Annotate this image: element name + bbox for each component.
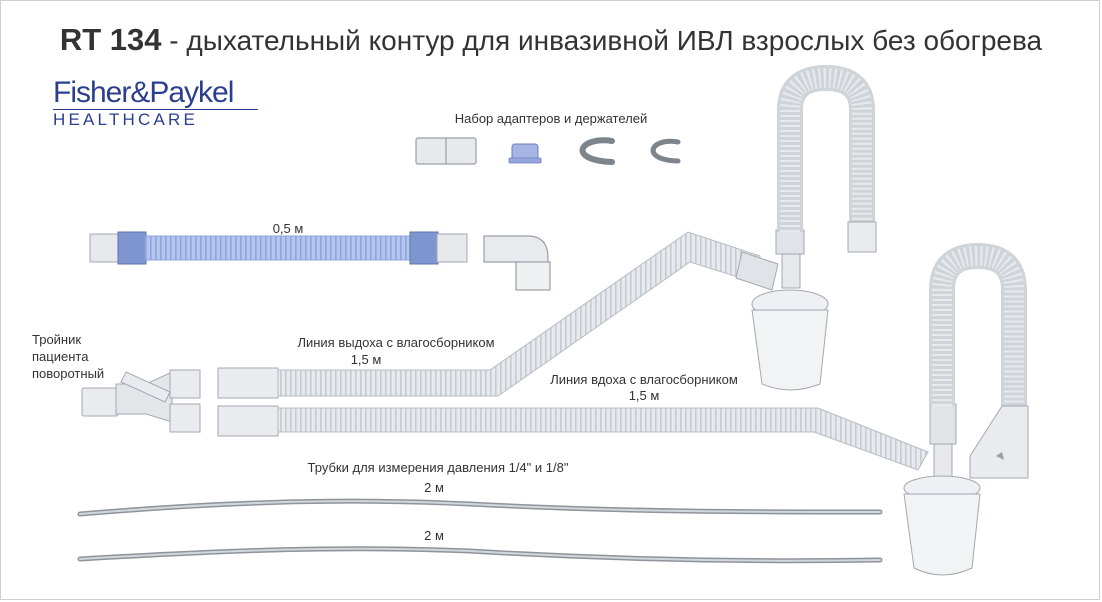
expiratory-water-trap bbox=[751, 64, 877, 391]
cap-icon bbox=[508, 143, 542, 164]
pressure-tube-1 bbox=[77, 498, 883, 517]
pressure-tubes-label: Трубки для измерения давления 1/4" и 1/8… bbox=[307, 460, 569, 475]
short-tube-length-label: 0,5 м bbox=[272, 221, 304, 236]
inspiratory-water-trap bbox=[903, 242, 1029, 576]
logo-line2: HEALTHCARE bbox=[53, 109, 258, 130]
inspiratory-limb-length-label: 1,5 м bbox=[628, 388, 660, 403]
fisher-paykel-logo: Fisher&Paykel HEALTHCARE bbox=[53, 78, 258, 130]
straight-connector-icon bbox=[415, 137, 477, 165]
inspiratory-limb bbox=[217, 405, 929, 471]
expiratory-limb-label: Линия выдоха с влагосборником bbox=[297, 335, 495, 350]
page-title: RT 134 - дыхательный контур для инвазивн… bbox=[0, 22, 1102, 58]
adapters-set bbox=[415, 137, 681, 165]
inspiratory-limb-label: Линия вдоха с влагосборником bbox=[550, 372, 738, 387]
pressure-tube1-length-label: 2 м bbox=[424, 480, 444, 495]
y-piece-label-line1: Тройник bbox=[32, 332, 82, 347]
y-piece-label-line2: пациента bbox=[32, 349, 89, 364]
product-code: RT 134 bbox=[59, 22, 162, 57]
short-tube-0-5m bbox=[89, 231, 468, 265]
expiratory-limb-length-label: 1,5 м bbox=[350, 352, 382, 367]
elbow-connector-icon bbox=[483, 235, 551, 291]
expiratory-limb bbox=[217, 231, 779, 399]
pressure-tube-2 bbox=[77, 546, 883, 564]
holder-clip-icon bbox=[579, 137, 615, 165]
title-text: - дыхательный контур для инвазивной ИВЛ … bbox=[161, 25, 1043, 56]
adapters-label: Набор адаптеров и держателей bbox=[454, 111, 648, 126]
y-piece-label-line3: поворотный bbox=[32, 366, 105, 381]
pressure-tube2-length-label: 2 м bbox=[424, 528, 444, 543]
holder-clip-small-icon bbox=[650, 138, 681, 164]
logo-line1: Fisher&Paykel bbox=[53, 76, 234, 109]
y-piece-rotating bbox=[81, 369, 201, 433]
